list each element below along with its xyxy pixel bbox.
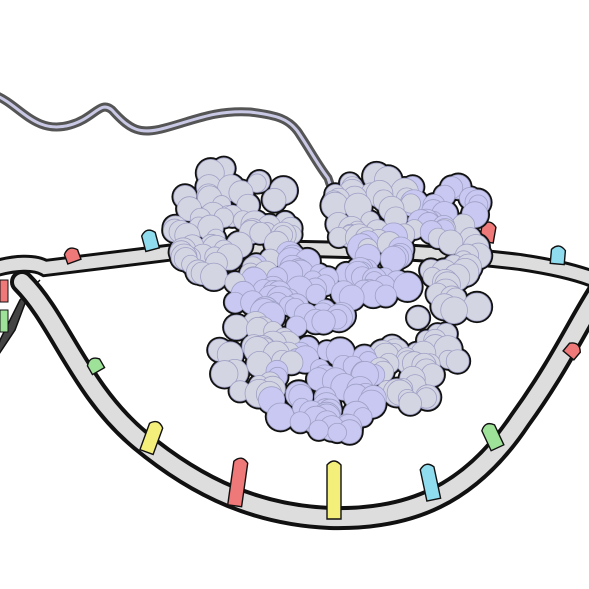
protein-atom [311, 309, 336, 334]
protein-atom [440, 296, 468, 324]
protein-atom [327, 422, 347, 443]
nucleotide-base [481, 422, 505, 452]
nucleotide-base [326, 460, 342, 520]
rna-transcript [0, 92, 335, 189]
protein-atom [438, 229, 464, 255]
protein-atom [398, 391, 422, 416]
protein-atom [393, 272, 422, 302]
protein-atom [445, 349, 470, 373]
nucleotide-bases [63, 221, 581, 520]
dna-duplex-left [0, 279, 41, 354]
protein-atom [308, 419, 329, 441]
nucleotide-base [140, 229, 161, 253]
protein-atom [374, 284, 397, 307]
protein-atom [406, 306, 430, 330]
nucleotide-base [63, 247, 82, 265]
nucleotide-base [562, 342, 581, 361]
protein-atom [223, 314, 250, 340]
protein-atom [289, 411, 311, 433]
protein-atom [262, 187, 287, 212]
nucleotide-base [86, 357, 106, 376]
nucleotide-base [549, 245, 567, 266]
nucleotide-base [139, 420, 164, 456]
protein-atom [200, 262, 228, 291]
protein-atom [305, 283, 327, 305]
protein-atom [210, 360, 239, 388]
nucleotide-base [419, 463, 442, 502]
protein-atom [266, 402, 295, 431]
rna-polymerase-protein [161, 155, 494, 446]
nucleotide-base [226, 457, 249, 508]
